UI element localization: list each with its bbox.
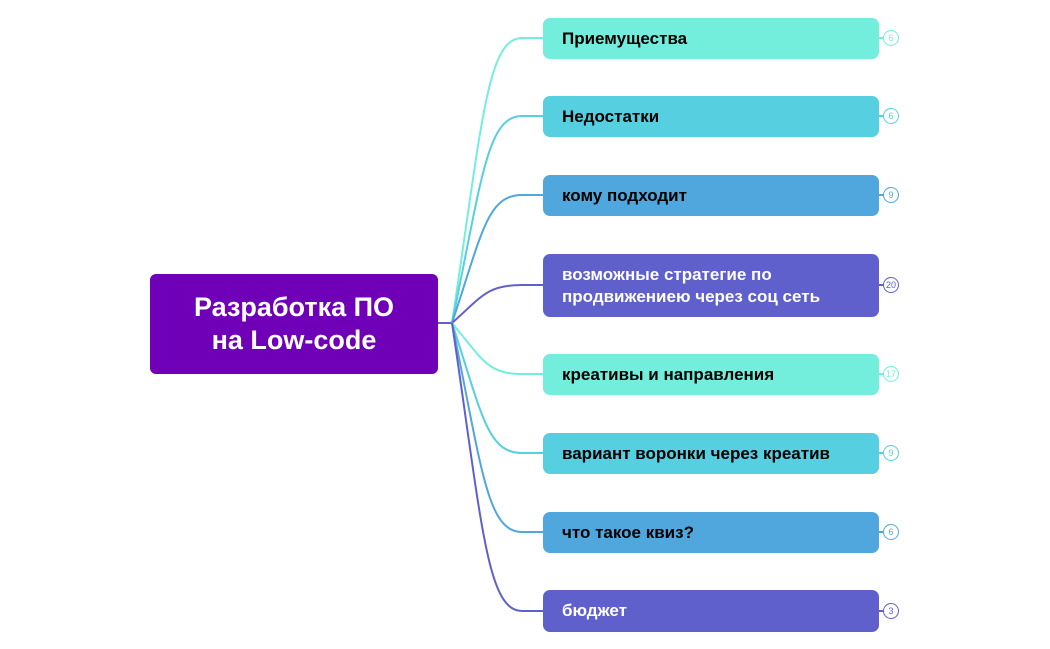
badge-connector [879, 610, 884, 612]
badge-connector [879, 115, 884, 117]
root-node[interactable]: Разработка ПО на Low-code [150, 274, 438, 374]
connector-line [451, 322, 543, 454]
badge-connector [879, 284, 884, 286]
collapsed-count-badge[interactable]: 6 [883, 30, 899, 46]
collapsed-count-badge[interactable]: 9 [883, 445, 899, 461]
connector-line [451, 37, 543, 324]
collapsed-count-badge[interactable]: 20 [883, 277, 899, 293]
topic-node[interactable]: кому подходит [543, 175, 879, 216]
collapsed-count-badge[interactable]: 9 [883, 187, 899, 203]
collapsed-count-badge[interactable]: 3 [883, 603, 899, 619]
topic-node[interactable]: бюджет [543, 590, 879, 632]
badge-connector [879, 37, 884, 39]
topic-label: Недостатки [562, 106, 660, 126]
badge-connector [879, 452, 884, 454]
collapsed-count-badge[interactable]: 6 [883, 524, 899, 540]
topic-label: кому подходит [562, 185, 687, 205]
topic-label: бюджет [562, 601, 627, 620]
topic-label: что такое квиз? [562, 522, 694, 542]
collapsed-count-badge[interactable]: 17 [883, 366, 899, 382]
topic-node[interactable]: Недостатки [543, 96, 879, 137]
badge-connector [879, 373, 884, 375]
badge-connector [879, 531, 884, 533]
connector-line [451, 322, 543, 533]
topic-node[interactable]: вариант воронки через креатив [543, 433, 879, 474]
badge-connector [879, 194, 884, 196]
topic-label: вариант воронки через креатив [562, 443, 830, 463]
topic-node[interactable]: что такое квиз? [543, 512, 879, 553]
topic-node[interactable]: Приемущества [543, 18, 879, 59]
topic-label: креативы и направления [562, 364, 775, 384]
topic-label: возможные стратегие по продвижениею чере… [562, 264, 821, 306]
topic-node[interactable]: креативы и направления [543, 354, 879, 395]
connector-line [451, 322, 543, 612]
topic-label: Приемущества [562, 28, 688, 48]
connector-line [451, 115, 543, 324]
connector-line [451, 284, 543, 324]
root-node-label: Разработка ПО на Low-code [193, 292, 395, 355]
connector-line [451, 322, 543, 375]
connector-line [451, 194, 543, 324]
topic-node[interactable]: возможные стратегие по продвижениею чере… [543, 254, 879, 317]
collapsed-count-badge[interactable]: 6 [883, 108, 899, 124]
